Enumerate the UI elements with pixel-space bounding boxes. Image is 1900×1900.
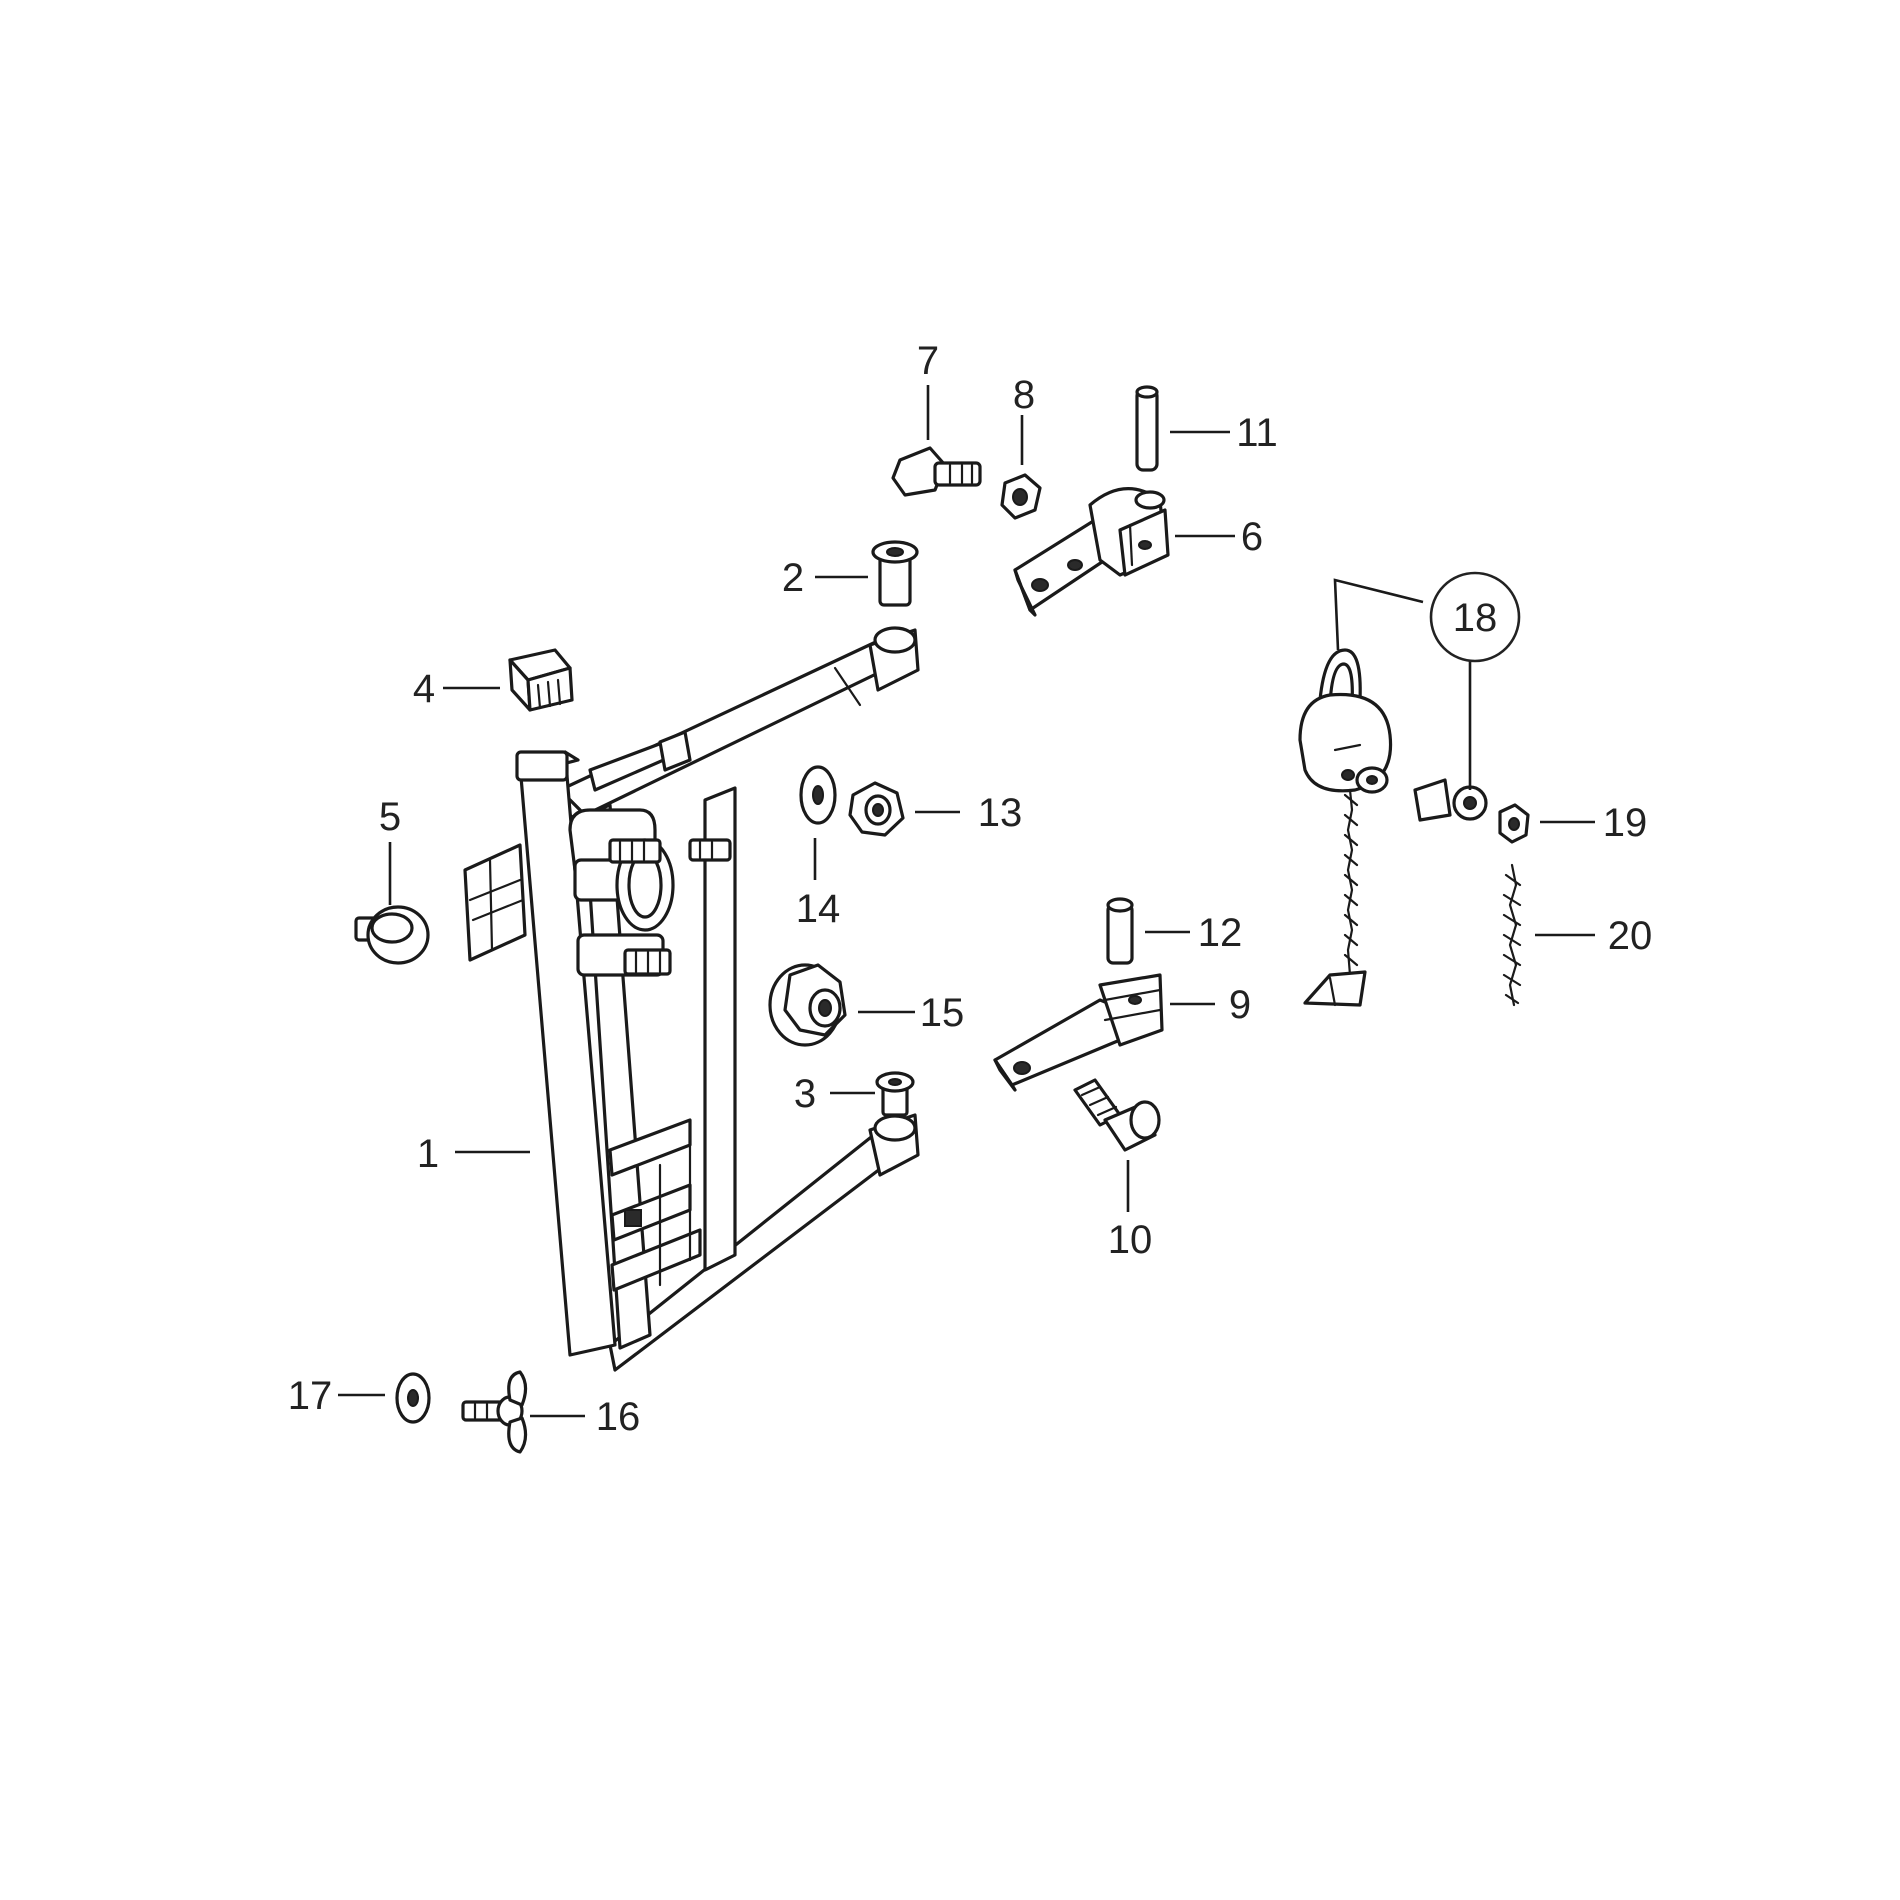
part-5-knob-cap <box>354 905 430 965</box>
callout-17: 17 <box>288 1374 333 1418</box>
callout-12: 12 <box>1198 911 1243 955</box>
part-13-nut <box>848 781 905 837</box>
callout-3: 3 <box>794 1072 816 1116</box>
callout-16: 16 <box>596 1395 641 1439</box>
callout-18-circle <box>1429 571 1521 663</box>
callout-10: 10 <box>1108 1218 1153 1262</box>
callout-11: 11 <box>1236 411 1278 455</box>
callout-labels: 1 2 3 4 5 6 7 8 9 10 11 12 13 14 15 16 1… <box>288 339 1653 1439</box>
part-8-nut <box>1000 473 1042 520</box>
part-10-shoulder-bolt <box>1073 1078 1161 1152</box>
callout-6: 6 <box>1241 515 1263 559</box>
callout-18: 18 <box>1453 596 1498 640</box>
callout-5: 5 <box>379 795 401 839</box>
callout-20: 20 <box>1608 914 1653 958</box>
leader-18a <box>1333 578 1424 651</box>
part-7-hex-bolt <box>891 446 982 497</box>
part-1-frame <box>463 626 920 1372</box>
part-4-square-cap <box>508 648 574 712</box>
callout-13: 13 <box>978 791 1023 835</box>
part-18-lock-pin <box>1413 778 1488 822</box>
part-16-wing-bolt <box>461 1370 528 1454</box>
callout-1: 1 <box>417 1132 439 1176</box>
leader-lines <box>338 385 1595 1418</box>
callout-2: 2 <box>782 556 804 600</box>
part-18-padlock <box>1298 648 1393 1007</box>
part-14-washer <box>799 765 837 825</box>
callout-9: 9 <box>1229 983 1251 1027</box>
callout-19: 19 <box>1603 801 1648 845</box>
part-12-pin <box>1106 897 1134 965</box>
part-9-lower-hinge-bracket <box>993 973 1164 1092</box>
callout-14: 14 <box>796 887 841 931</box>
part-17-washer <box>395 1372 431 1424</box>
part-15-flange-nut <box>768 963 847 1047</box>
callout-7: 7 <box>917 339 939 383</box>
part-6-upper-hinge-bracket <box>1013 487 1170 617</box>
part-20-chain <box>1502 863 1522 1007</box>
callout-15: 15 <box>920 991 965 1035</box>
part-3-small-bushing <box>875 1071 915 1117</box>
part-11-pin <box>1135 385 1159 472</box>
callout-4: 4 <box>413 667 435 711</box>
callout-8: 8 <box>1013 373 1035 417</box>
part-19-nut <box>1498 803 1530 844</box>
part-2-bushing <box>871 540 919 607</box>
